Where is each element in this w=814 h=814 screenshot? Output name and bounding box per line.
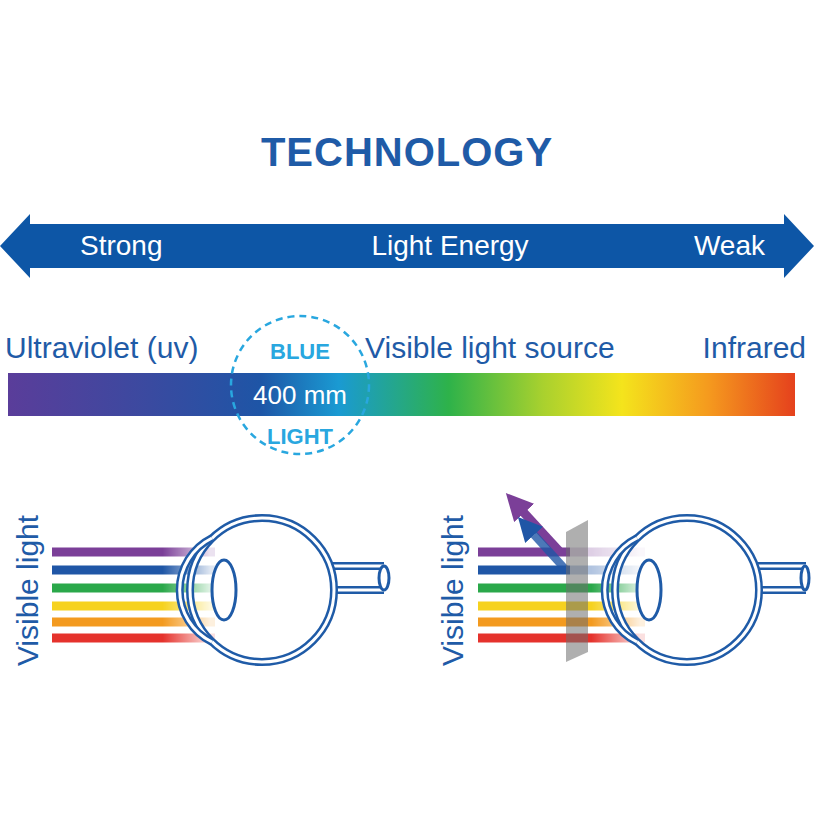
eye-drawing: [180, 518, 389, 662]
title: TECHNOLOGY: [261, 130, 553, 175]
arrow-label: Light Energy: [371, 231, 528, 262]
energy-arrow: Strong Light Energy Weak: [0, 214, 814, 278]
spectrum-label: Infrared: [703, 331, 806, 364]
blue-light-circle: BLUE 400 mm LIGHT: [230, 315, 370, 455]
side-label: Visible light: [436, 514, 469, 665]
filter-lens: [566, 520, 588, 662]
spectrum-label: Ultraviolet (uv): [5, 331, 198, 364]
circle-label: BLUE: [270, 340, 330, 364]
reflected-rays: [515, 503, 566, 570]
arrow-label: Strong: [80, 231, 163, 262]
dashed-circle: [231, 316, 369, 454]
spectrum-bar: [8, 373, 795, 416]
circle-label: LIGHT: [267, 425, 333, 449]
wavelength-value: 400 mm: [253, 381, 347, 410]
spectrum-label: Visible light source: [365, 331, 615, 364]
side-label: Visible light: [12, 514, 45, 665]
arrow-label: Weak: [694, 231, 765, 262]
arrow-band: [0, 214, 814, 278]
eye-drawing: [605, 518, 809, 662]
